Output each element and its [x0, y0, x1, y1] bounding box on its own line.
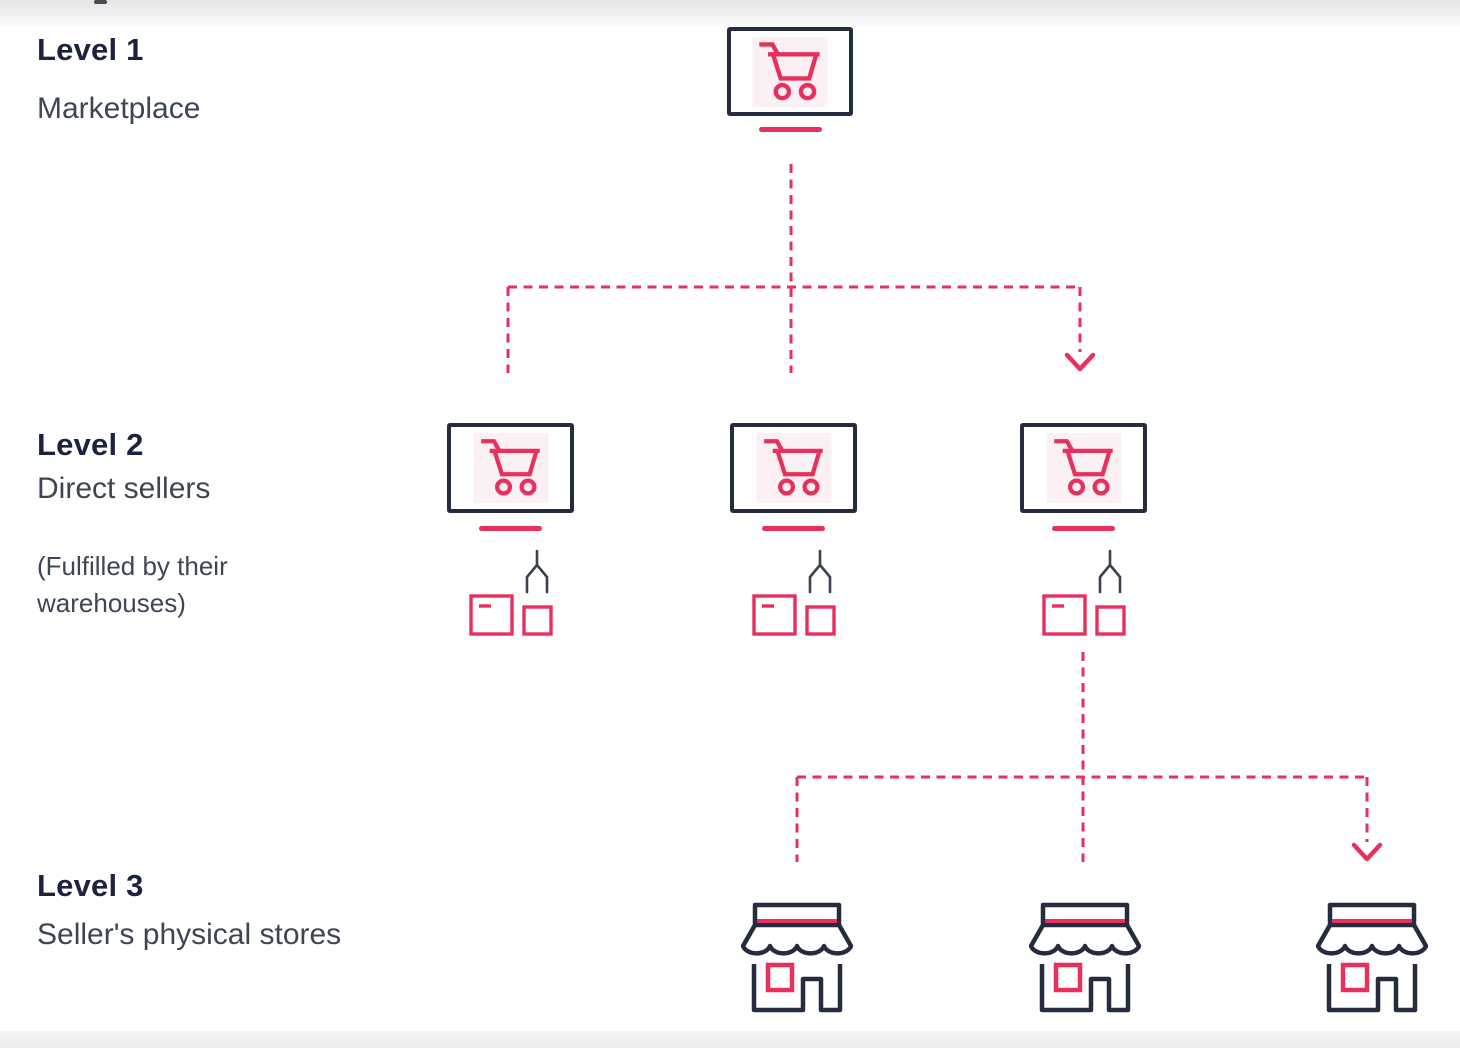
- bottom-gray-band: [0, 1031, 1460, 1048]
- monitor-stand-bar: [1052, 526, 1115, 531]
- shopping-cart-icon: [480, 439, 540, 496]
- storefront-awning-icon: [741, 902, 853, 1013]
- level-2-note: (Fulfilled by their warehouses): [37, 551, 228, 618]
- arrowhead-down-icon: [1351, 842, 1383, 862]
- top-edge-artifact: [94, 0, 107, 4]
- arrowhead-down-icon: [1064, 352, 1096, 372]
- storefront-awning-icon: [1029, 902, 1141, 1013]
- claw-with-warehouse-boxes-icon: [752, 549, 836, 636]
- level-1-subtitle: Marketplace: [37, 92, 201, 125]
- storefront-awning-icon: [1316, 902, 1428, 1013]
- claw-with-warehouse-boxes-icon: [469, 549, 553, 636]
- direct-seller-node-3: [1020, 423, 1147, 513]
- cart-tint-background: [756, 433, 831, 503]
- level-3-subtitle: Seller's physical stores: [37, 918, 342, 951]
- cart-tint-background: [473, 433, 548, 503]
- claw-with-warehouse-boxes-icon: [1042, 549, 1126, 636]
- top-gray-band: [0, 0, 1460, 27]
- cart-tint-background: [1046, 433, 1121, 503]
- shopping-cart-icon: [763, 439, 823, 496]
- marketplace-node: [727, 27, 853, 116]
- shopping-cart-icon: [1053, 439, 1113, 496]
- monitor-stand-bar: [762, 526, 825, 531]
- direct-seller-node-1: [447, 423, 574, 513]
- direct-seller-node-2: [730, 423, 857, 513]
- level-2-subtitle: Direct sellers: [37, 472, 211, 505]
- monitor-stand-bar: [479, 526, 542, 531]
- monitor-stand-bar: [759, 127, 822, 132]
- level-2-title: Level 2: [37, 427, 144, 462]
- level-3-title: Level 3: [37, 868, 144, 903]
- shopping-cart-icon: [759, 41, 820, 100]
- level-1-title: Level 1: [37, 32, 144, 67]
